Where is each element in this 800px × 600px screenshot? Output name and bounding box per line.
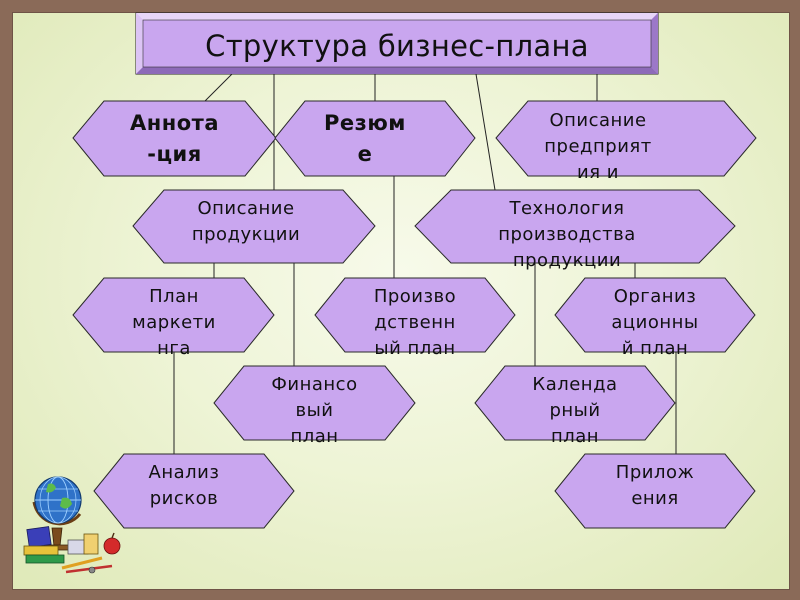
resume-label: Резюм е bbox=[324, 111, 406, 166]
production-plan-label: Произво дственн ый план bbox=[373, 286, 457, 359]
organizational-plan-label: Организ ационны й план bbox=[611, 286, 699, 359]
product-description-hexagon bbox=[132, 189, 376, 264]
production-plan-hexagon bbox=[314, 277, 516, 353]
financial-plan-label: Финансо вый план bbox=[271, 374, 358, 447]
page-title: Структура бизнес-плана bbox=[205, 29, 589, 63]
marketing-plan-label: План маркети нга bbox=[132, 286, 216, 359]
risk-analysis-label: Анализ рисков bbox=[148, 462, 220, 509]
organizational-plan-hexagon bbox=[554, 277, 756, 353]
calendar-plan-hexagon bbox=[474, 365, 676, 441]
company-description-label: Описание предприят ия и bbox=[544, 110, 652, 183]
connector-line bbox=[475, 73, 496, 191]
calendar-plan-label: Календа рный план bbox=[532, 374, 618, 447]
title-box bbox=[135, 12, 659, 75]
production-technology-label: Технология производства продукции bbox=[498, 198, 636, 271]
appendices-hexagon bbox=[554, 453, 756, 529]
production-technology-hexagon bbox=[414, 189, 736, 264]
globe-books-clipart-icon bbox=[23, 476, 121, 574]
resume-hexagon bbox=[274, 100, 476, 177]
product-description-label: Описание продукции bbox=[191, 198, 301, 245]
appendices-label: Прилож ения bbox=[615, 462, 695, 509]
marketing-plan-hexagon bbox=[72, 277, 275, 353]
financial-plan-hexagon bbox=[213, 365, 416, 441]
company-description-hexagon bbox=[495, 100, 757, 177]
risk-analysis-hexagon bbox=[93, 453, 295, 529]
connector-line bbox=[204, 73, 233, 102]
annotation-label: Аннота -ция bbox=[129, 111, 220, 166]
